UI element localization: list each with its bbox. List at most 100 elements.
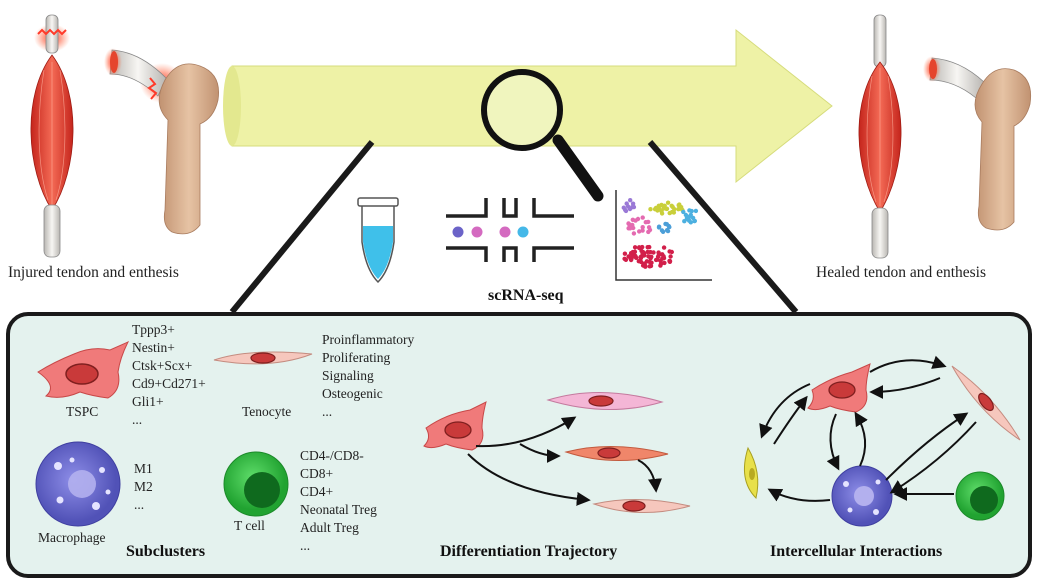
cluster-dot: [658, 261, 664, 267]
cluster-dot: [659, 228, 665, 233]
tcell-subtype: Neonatal Treg: [300, 502, 377, 517]
tcell-subtype: CD4+: [300, 484, 333, 499]
cluster-dot: [689, 208, 694, 214]
tenocyte-subtype: Proinflammatory: [322, 332, 414, 347]
tspc-cell-icon: [37, 340, 130, 399]
cluster-dot: [653, 257, 659, 263]
interactions-title: Intercellular Interactions: [770, 543, 942, 560]
cluster-dot: [676, 203, 681, 208]
method-label: scRNA-seq: [488, 287, 564, 304]
tcell-subtype: ...: [300, 538, 310, 553]
macrophage-label: Macrophage: [38, 530, 105, 545]
cluster-dot: [640, 251, 645, 256]
cluster-dot: [648, 207, 653, 212]
cluster-dot: [630, 201, 636, 206]
interaction-macrophage-cell: [831, 465, 893, 527]
tspc-marker: Nestin+: [132, 340, 175, 355]
macrophage-subtype: M1: [134, 461, 153, 476]
tspc-markers: Tppp3+ Nestin+ Ctsk+Scx+ Cd9+Cd271+ Gli1…: [132, 322, 209, 427]
cluster-dot: [656, 225, 662, 230]
cluster-dot: [671, 210, 677, 215]
cluster-dot: [664, 206, 669, 212]
cluster-dot: [646, 229, 651, 235]
cluster-dot: [640, 225, 645, 230]
tspc-label: TSPC: [66, 404, 98, 419]
cluster-dot: [682, 219, 687, 224]
tenocyte-subtype: Proliferating: [322, 350, 390, 365]
cluster-dot: [637, 229, 642, 234]
interaction-yellow-cell: [743, 446, 759, 499]
differentiation-title: Differentiation Trajectory: [440, 543, 617, 560]
subclusters-title: Subclusters: [126, 543, 205, 560]
trajectory-target-pink-cell: [546, 391, 664, 411]
cluster-dot: [667, 224, 672, 230]
macrophage-subtypes: M1 M2 ...: [134, 461, 156, 512]
cluster-dot: [688, 212, 693, 218]
cluster-dot: [659, 209, 664, 214]
tcell-subtype: CD8+: [300, 466, 333, 481]
tcell-icon: [223, 451, 289, 517]
cluster-dot: [631, 231, 637, 236]
cluster-dot: [665, 200, 671, 205]
cluster-dot: [645, 245, 650, 250]
left-caption: Injured tendon and enthesis: [8, 264, 179, 281]
cluster-dot: [652, 207, 658, 212]
cluster-dot: [632, 245, 638, 250]
cluster-dot: [627, 206, 633, 212]
healed-tendon-icon: [858, 14, 902, 259]
cluster-dot: [662, 260, 667, 266]
injured-tendon-icon: [30, 14, 74, 258]
cluster-dot: [668, 254, 673, 259]
cluster-dot: [670, 204, 675, 210]
trajectory-arrows: [467, 416, 662, 506]
cluster-dot: [643, 220, 648, 225]
cluster-dot: [631, 204, 637, 210]
trajectory-target-tenocyte-cell: [592, 499, 691, 513]
cluster-dot: [693, 208, 699, 214]
cluster-dot: [664, 222, 669, 227]
cluster-dot: [640, 228, 645, 233]
cluster-dot: [640, 215, 645, 220]
cluster-dot: [623, 208, 629, 214]
macrophage-cell-icon: [35, 441, 121, 527]
injured-enthesis-icon: [104, 48, 219, 235]
cluster-dot: [681, 209, 686, 215]
cluster-dot: [621, 205, 626, 210]
cluster-dot: [622, 251, 628, 256]
interaction-arrows: [759, 355, 977, 502]
cluster-dot: [646, 225, 652, 230]
cluster-dot: [661, 245, 667, 250]
tspc-marker: Gli1+: [132, 394, 164, 409]
sample-tube-icon: [357, 197, 399, 284]
tenocyte-subtype: Osteogenic: [322, 386, 383, 401]
cluster-dot: [648, 263, 654, 269]
cluster-dot: [686, 216, 691, 222]
cluster-dot: [638, 259, 644, 265]
tenocyte-subtype: Signaling: [322, 368, 374, 383]
cluster-dot: [676, 206, 682, 211]
tspc-marker: Tppp3+: [132, 322, 175, 337]
tspc-marker: Cd9+Cd271+: [132, 376, 206, 391]
tcell-subtype: CD4-/CD8-: [300, 448, 364, 463]
microfluidic-chip-icon: [446, 198, 574, 262]
trajectory-target-orange-cell: [564, 445, 669, 462]
cluster-dot: [656, 250, 661, 255]
tenocyte-subtype: ...: [322, 404, 332, 419]
cluster-dot: [692, 218, 697, 224]
trajectory-source-cell: [423, 401, 487, 451]
cluster-dot: [640, 244, 645, 250]
cluster-dot: [667, 249, 672, 254]
tenocyte-label: Tenocyte: [242, 404, 291, 419]
healed-enthesis-icon: [923, 56, 1032, 231]
cluster-dot: [622, 256, 627, 261]
cluster-dot: [628, 198, 633, 203]
cluster-dot: [646, 254, 651, 259]
tenocyte-cell-icon: [213, 351, 313, 365]
cluster-dot: [630, 217, 635, 222]
tspc-marker: ...: [132, 412, 142, 427]
tspc-marker: Ctsk+Scx+: [132, 358, 192, 373]
cluster-dot: [647, 259, 652, 265]
tcell-label: T cell: [234, 518, 265, 533]
